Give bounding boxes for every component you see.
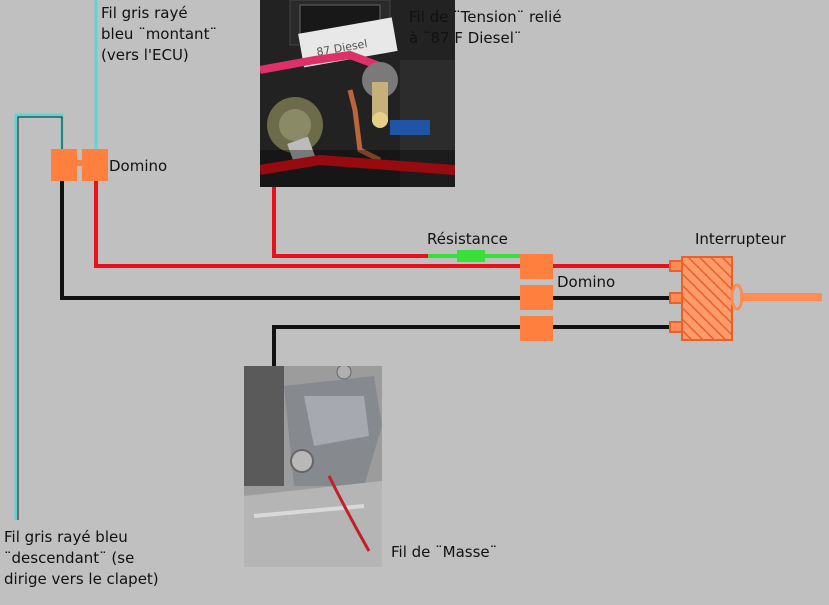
label-ground-wire: Fil de ¨Masse¨ xyxy=(391,543,498,561)
domino-right xyxy=(520,254,553,341)
relay-photo: 87 Diesel xyxy=(260,0,455,187)
wire-red-voltage xyxy=(272,185,430,258)
label-wire-up: Fil gris rayé bleu ¨montant¨ (vers l'ECU… xyxy=(101,4,217,64)
domino-left xyxy=(51,149,108,181)
resistance-body xyxy=(457,250,485,262)
label-switch: Interrupteur xyxy=(695,230,786,248)
label-voltage-wire: Fil de ¨Tension¨ relié à ¨87 F Diesel¨ xyxy=(409,8,562,47)
ground-photo xyxy=(244,366,382,567)
wire-black-ground xyxy=(272,325,530,370)
label-resistance: Résistance xyxy=(427,230,508,248)
label-domino-right: Domino xyxy=(557,273,616,291)
switch xyxy=(669,256,822,341)
label-domino-left: Domino xyxy=(109,157,168,175)
wire-red-main xyxy=(94,178,530,268)
label-wire-down: Fil gris rayé bleu ¨descendant¨ (se diri… xyxy=(4,528,159,588)
wire-gray-blue-down-core xyxy=(17,116,63,520)
wire-black-main xyxy=(60,178,530,300)
